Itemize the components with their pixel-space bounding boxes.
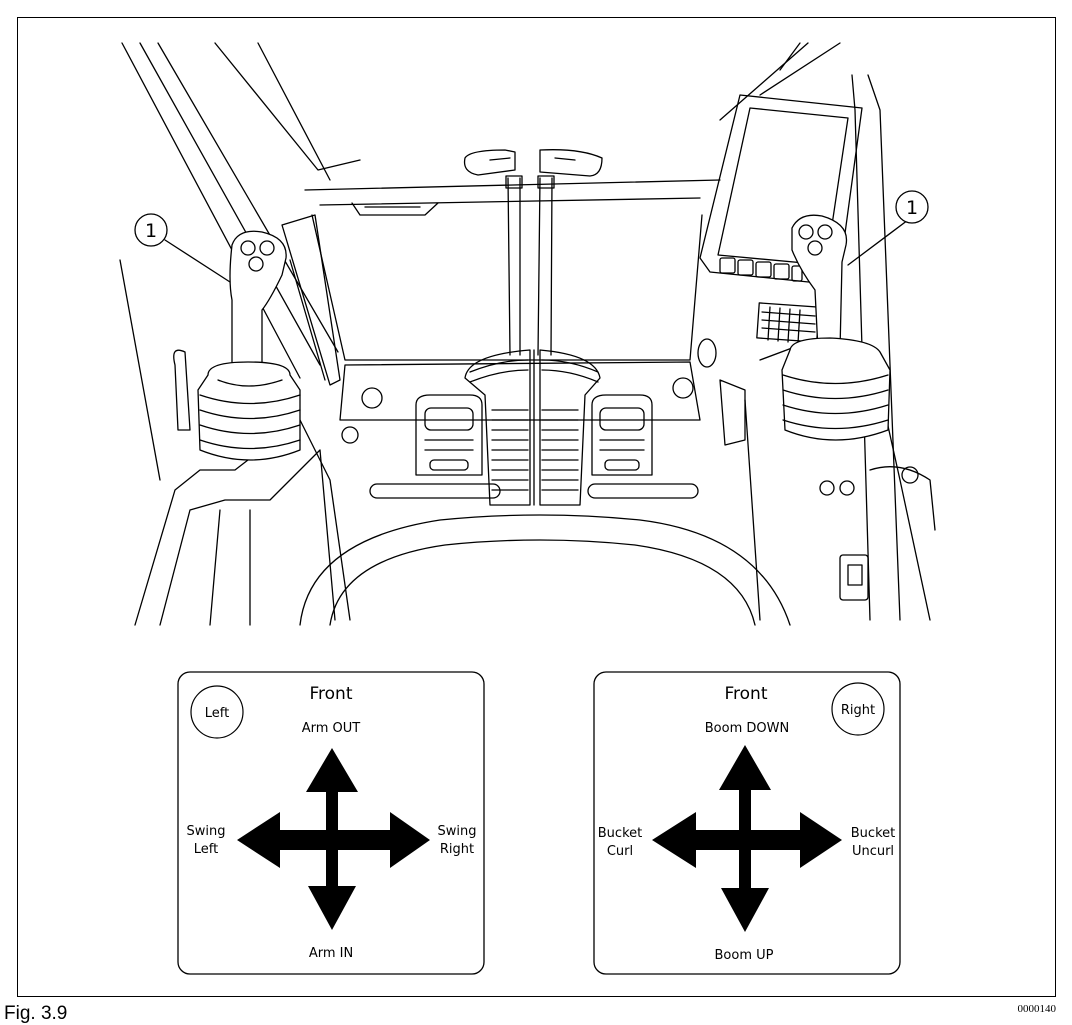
callout-number-left: 1 xyxy=(145,220,157,242)
callout-number-right: 1 xyxy=(906,197,918,219)
left-up-label: Arm OUT xyxy=(302,721,361,736)
right-side-label: Right xyxy=(841,703,875,718)
left-cross-arrow-icon xyxy=(237,748,430,930)
right-up-label: Boom DOWN xyxy=(705,721,789,736)
right-front-label: Front xyxy=(725,684,768,704)
travel-pedals xyxy=(415,349,653,506)
right-side-badge xyxy=(831,682,885,736)
travel-levers xyxy=(463,149,603,356)
callout-leader-right xyxy=(847,219,909,266)
display-monitor xyxy=(699,94,863,286)
left-left-label-2: Left xyxy=(194,842,218,857)
document-code: 0000140 xyxy=(1017,1003,1057,1015)
left-front-label: Front xyxy=(310,684,353,704)
windshield-frame xyxy=(311,214,703,361)
left-left-label-1: Swing xyxy=(187,824,226,839)
left-right-label-1: Swing xyxy=(438,824,477,839)
right-joystick xyxy=(781,214,891,441)
right-left-label-2: Curl xyxy=(607,844,633,859)
left-down-label: Arm IN xyxy=(309,946,353,961)
right-cross-arrow-icon xyxy=(652,745,842,932)
figure-frame xyxy=(17,17,1056,997)
seat-edge xyxy=(299,514,791,626)
left-side-badge xyxy=(190,685,244,739)
left-joystick xyxy=(197,230,301,461)
left-side-label: Left xyxy=(205,706,229,721)
callout-circle-right xyxy=(895,190,929,224)
left-control-pattern-card: Left Front Arm OUT Arm IN Swing Left Swi… xyxy=(177,671,485,975)
right-control-pattern-card: Right Front Boom DOWN Boom UP Bucket Cur… xyxy=(593,671,901,975)
figure-label: Fig. 3.9 xyxy=(4,1003,68,1024)
callout-circle-left xyxy=(134,213,168,247)
right-left-label-1: Bucket xyxy=(598,826,642,841)
left-right-label-2: Right xyxy=(440,842,474,857)
right-right-label-2: Uncurl xyxy=(852,844,894,859)
right-down-label: Boom UP xyxy=(715,948,774,963)
left-pillar-line xyxy=(121,42,301,379)
right-right-label-1: Bucket xyxy=(851,826,895,841)
callout-leader-left xyxy=(164,239,231,283)
